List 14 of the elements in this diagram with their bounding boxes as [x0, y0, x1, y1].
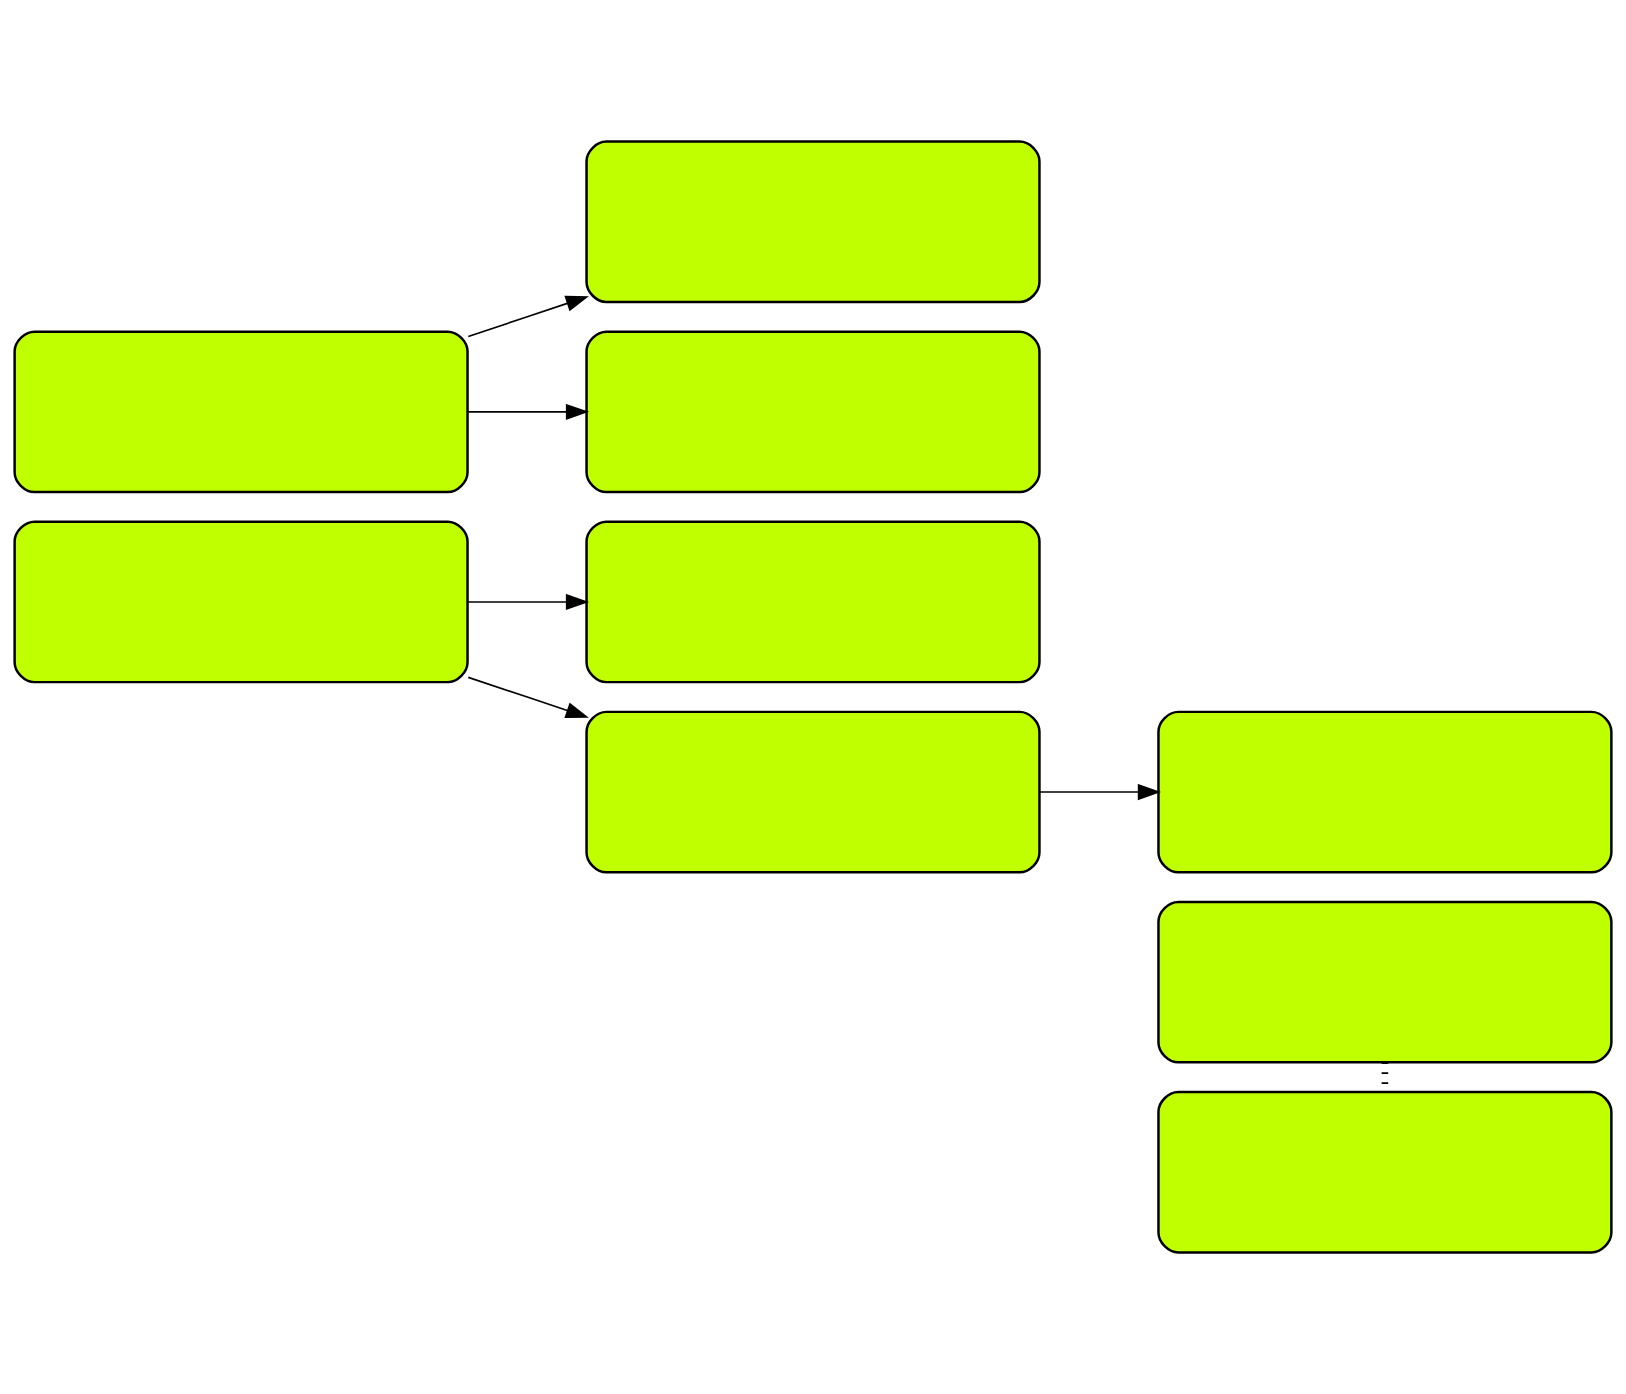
- arrow: [467, 676, 589, 719]
- node-box: [1157, 710, 1613, 874]
- arrow: [467, 593, 590, 611]
- arrow: [467, 295, 589, 338]
- node-box: [585, 140, 1041, 304]
- node-box: [1157, 1090, 1613, 1254]
- node-box: [585, 330, 1041, 494]
- node-box: [1157, 900, 1613, 1064]
- node-box: [585, 520, 1041, 684]
- arrow: [467, 403, 590, 420]
- arrow: [1039, 783, 1161, 801]
- node-box: [13, 520, 469, 684]
- node-box: [13, 330, 469, 494]
- node-box: [585, 710, 1041, 874]
